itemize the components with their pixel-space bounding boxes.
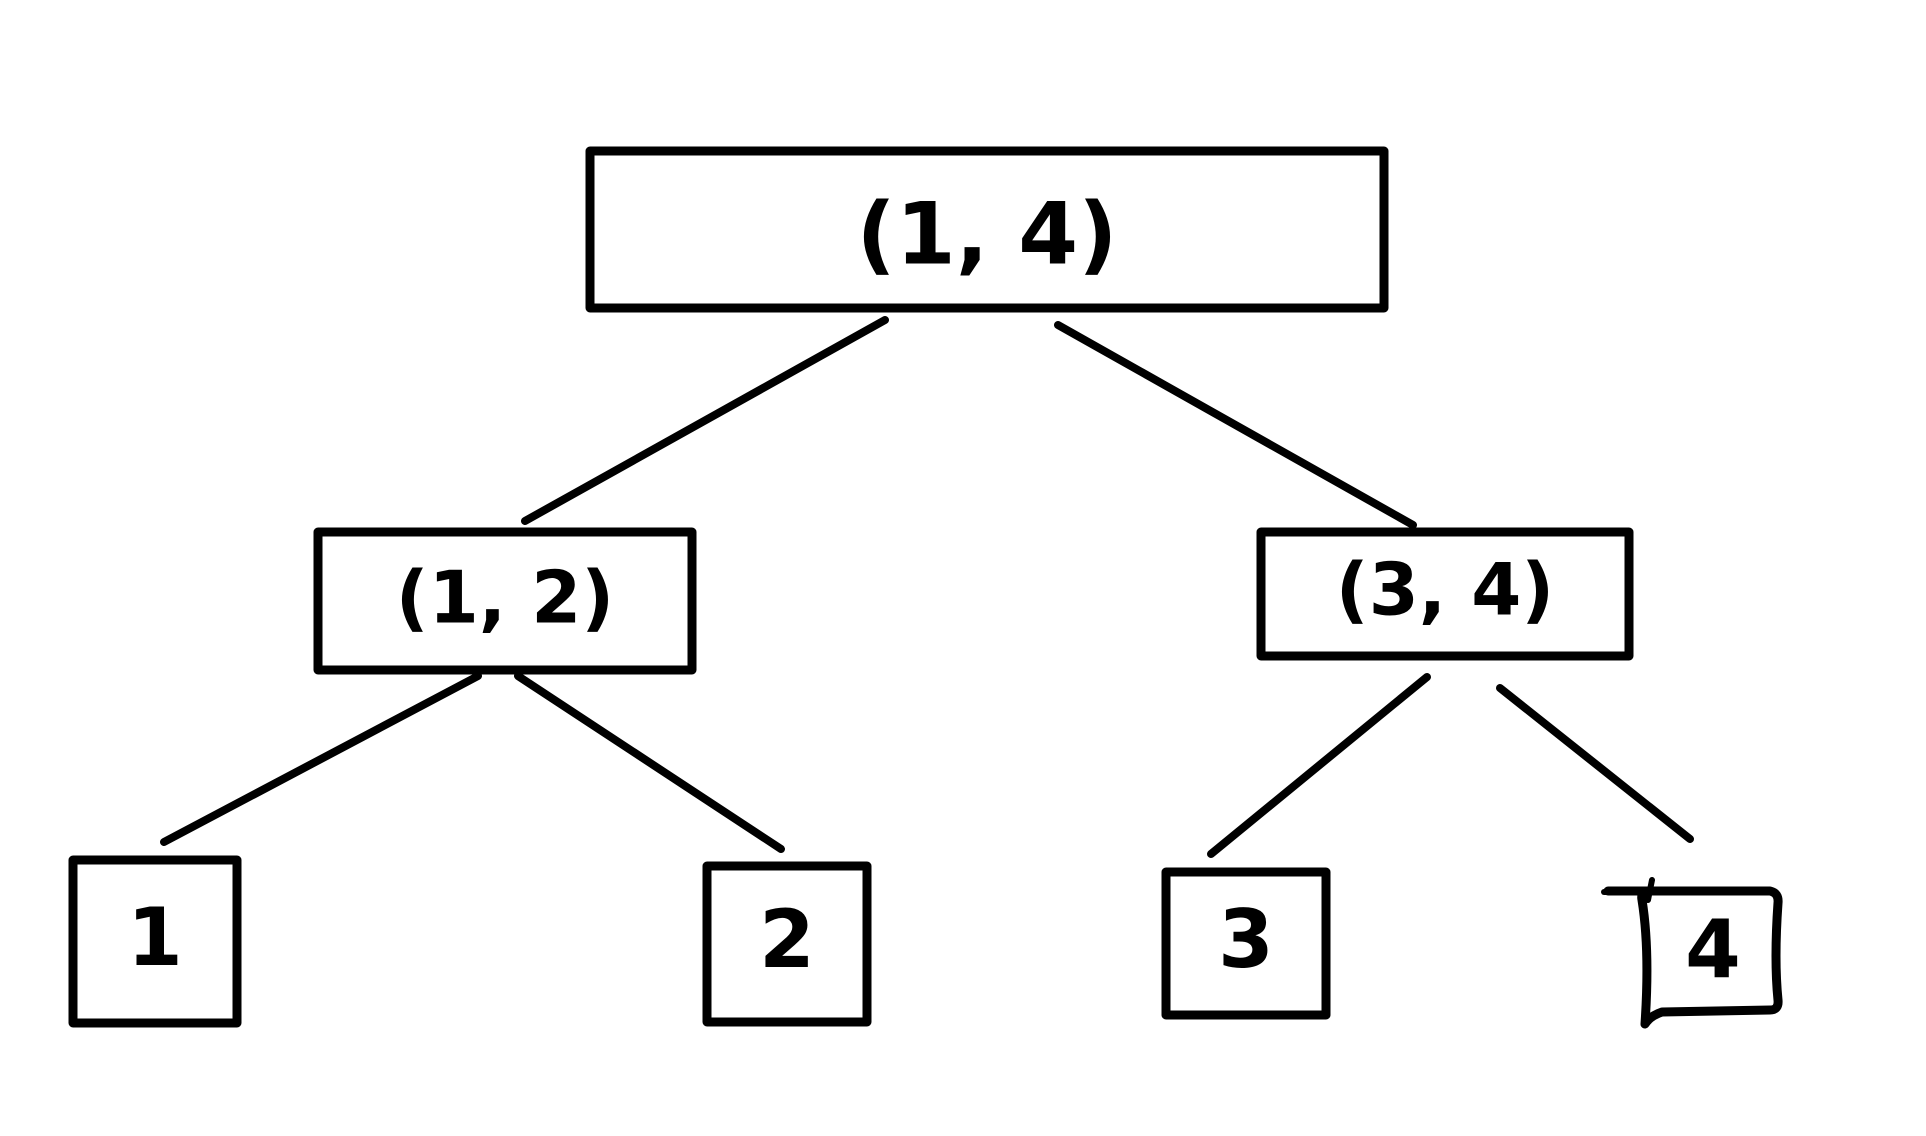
edge-left-leaf2 bbox=[514, 672, 785, 853]
leaf-node-3-label: 3 bbox=[1218, 893, 1274, 986]
leaf-node-4: 4 bbox=[1601, 877, 1783, 1029]
leaf-node-4-tick bbox=[1645, 877, 1655, 903]
edge-root-right bbox=[1054, 321, 1417, 529]
leaf-node-2-label: 2 bbox=[759, 893, 815, 986]
right-child-node-label: (3, 4) bbox=[1336, 548, 1554, 632]
leaf-node-1-label: 1 bbox=[127, 891, 183, 984]
edge-root-left bbox=[521, 316, 889, 525]
edge-left-leaf1 bbox=[160, 672, 482, 846]
leaf-node-2: 2 bbox=[702, 861, 872, 1027]
root-node-label: (1, 4) bbox=[857, 184, 1118, 284]
root-node: (1, 4) bbox=[585, 146, 1389, 313]
left-child-node-label: (1, 2) bbox=[396, 556, 614, 640]
edge-right-leaf3 bbox=[1207, 673, 1431, 858]
left-child-node: (1, 2) bbox=[313, 527, 697, 675]
leaf-node-1: 1 bbox=[68, 855, 242, 1028]
leaf-node-4-label: 4 bbox=[1685, 903, 1741, 996]
edge-right-leaf4 bbox=[1496, 684, 1694, 843]
leaf-node-4-box bbox=[1603, 886, 1783, 1029]
leaf-node-3: 3 bbox=[1161, 867, 1331, 1020]
right-child-node: (3, 4) bbox=[1256, 527, 1634, 661]
